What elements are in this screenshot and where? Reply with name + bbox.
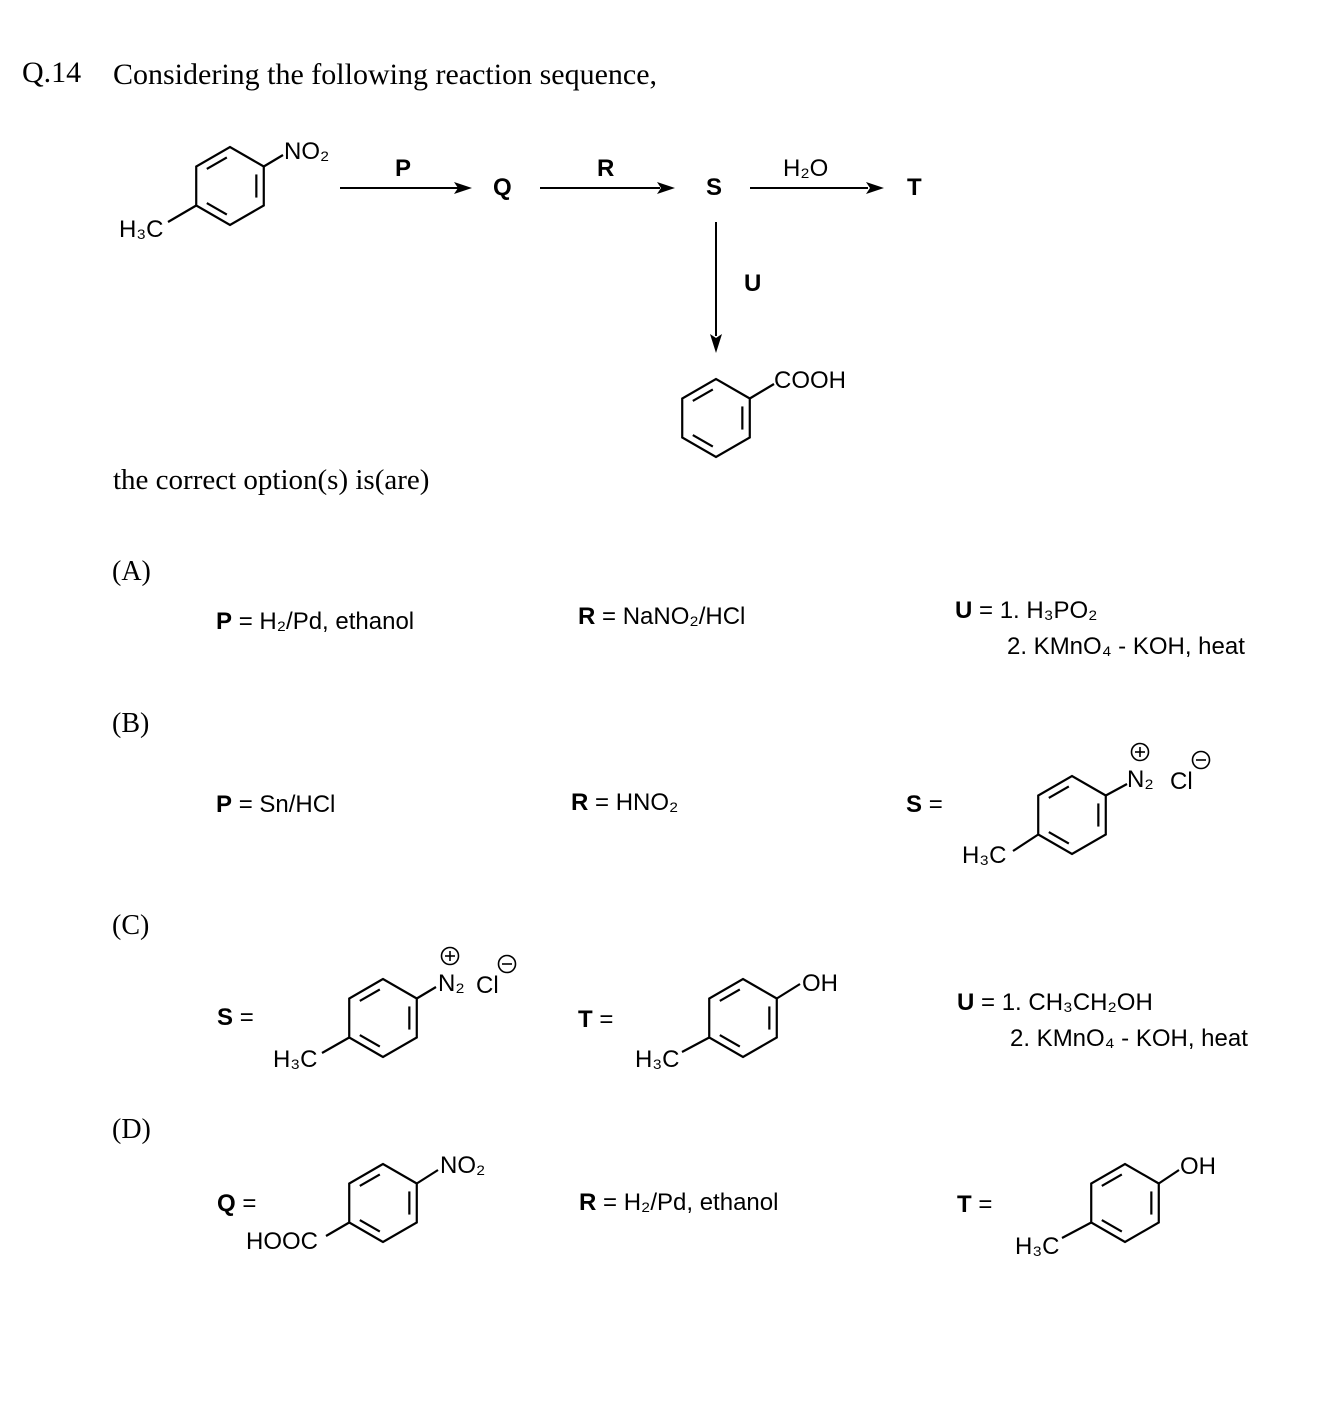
option-b-diazonium-n2: N₂ (1127, 766, 1154, 793)
option-b-p: P = Sn/HCl (216, 791, 336, 818)
option-c-s-methyl: H₃C (273, 1046, 318, 1073)
option-c-diazonium-ring (321, 977, 437, 1059)
product-q-label: Q (493, 174, 512, 201)
option-d-t: T = (957, 1191, 993, 1218)
option-d-hydroxyl: OH (1180, 1153, 1216, 1180)
arrow-r (540, 182, 675, 194)
option-c-s: S = (217, 1004, 254, 1031)
arrow-water (750, 182, 884, 194)
reagent-u-label: U (744, 270, 762, 297)
option-c-u-step2: 2. KMnO₄ - KOH, heat (1010, 1025, 1248, 1052)
benzoic-acid-ring (681, 377, 775, 459)
reagent-water-label: H₂O (783, 155, 829, 182)
product-s-label: S (706, 174, 723, 201)
option-a-p: P = H₂/Pd, ethanol (216, 608, 415, 635)
option-d-cresol-ring (1061, 1162, 1180, 1244)
option-d-methyl: H₃C (1015, 1233, 1060, 1260)
start-methyl-label: H₃C (119, 216, 164, 243)
question-number: Q.14 (22, 56, 82, 89)
arrow-p (340, 182, 472, 194)
start-nitro-label: NO₂ (284, 138, 330, 165)
option-c-t: T = (578, 1006, 614, 1033)
option-c-chloride: Cl (476, 972, 499, 999)
product-t-label: T (907, 174, 922, 201)
option-c-label[interactable]: (C) (112, 910, 150, 941)
option-b-methyl: H₃C (962, 842, 1007, 869)
question-text: Considering the following reaction seque… (113, 58, 658, 91)
minus-charge-icon (1191, 750, 1211, 770)
toluene-nitro-ring (167, 145, 284, 227)
option-a-label[interactable]: (A) (112, 556, 151, 587)
option-a-u-step2: 2. KMnO₄ - KOH, heat (1007, 633, 1245, 660)
arrow-u (710, 222, 722, 353)
option-b-diazonium-ring (1012, 774, 1128, 856)
minus-charge-icon (497, 954, 517, 974)
option-c-hydroxyl: OH (802, 970, 838, 997)
reagent-p-label: P (395, 155, 412, 182)
option-d-nitro: NO₂ (440, 1152, 486, 1179)
option-d-label[interactable]: (D) (112, 1114, 151, 1145)
option-a-r: R = NaNO₂/HCl (578, 603, 746, 630)
reagent-r-label: R (597, 155, 615, 182)
benzoic-acid-label: COOH (774, 367, 846, 394)
option-b-r: R = HNO₂ (571, 789, 679, 816)
option-c-t-methyl: H₃C (635, 1046, 680, 1073)
option-b-chloride: Cl (1170, 768, 1193, 795)
option-d-carboxyl: HOOC (246, 1228, 318, 1255)
option-b-s: S = (906, 791, 943, 818)
option-d-q: Q = (217, 1190, 257, 1217)
option-c-cresol-ring (681, 977, 801, 1059)
option-d-r: R = H₂/Pd, ethanol (579, 1189, 779, 1216)
plus-charge-icon (1130, 742, 1150, 762)
option-d-nitrobenzoic-ring (325, 1162, 439, 1244)
option-b-label[interactable]: (B) (112, 708, 150, 739)
option-c-diazonium-n2: N₂ (438, 970, 465, 997)
plus-charge-icon (440, 946, 460, 966)
option-c-u-step1: U = 1. CH₃CH₂OH (957, 989, 1153, 1016)
question-prompt: the correct option(s) is(are) (113, 464, 430, 496)
option-a-u-step1: U = 1. H₃PO₂ (955, 597, 1098, 624)
